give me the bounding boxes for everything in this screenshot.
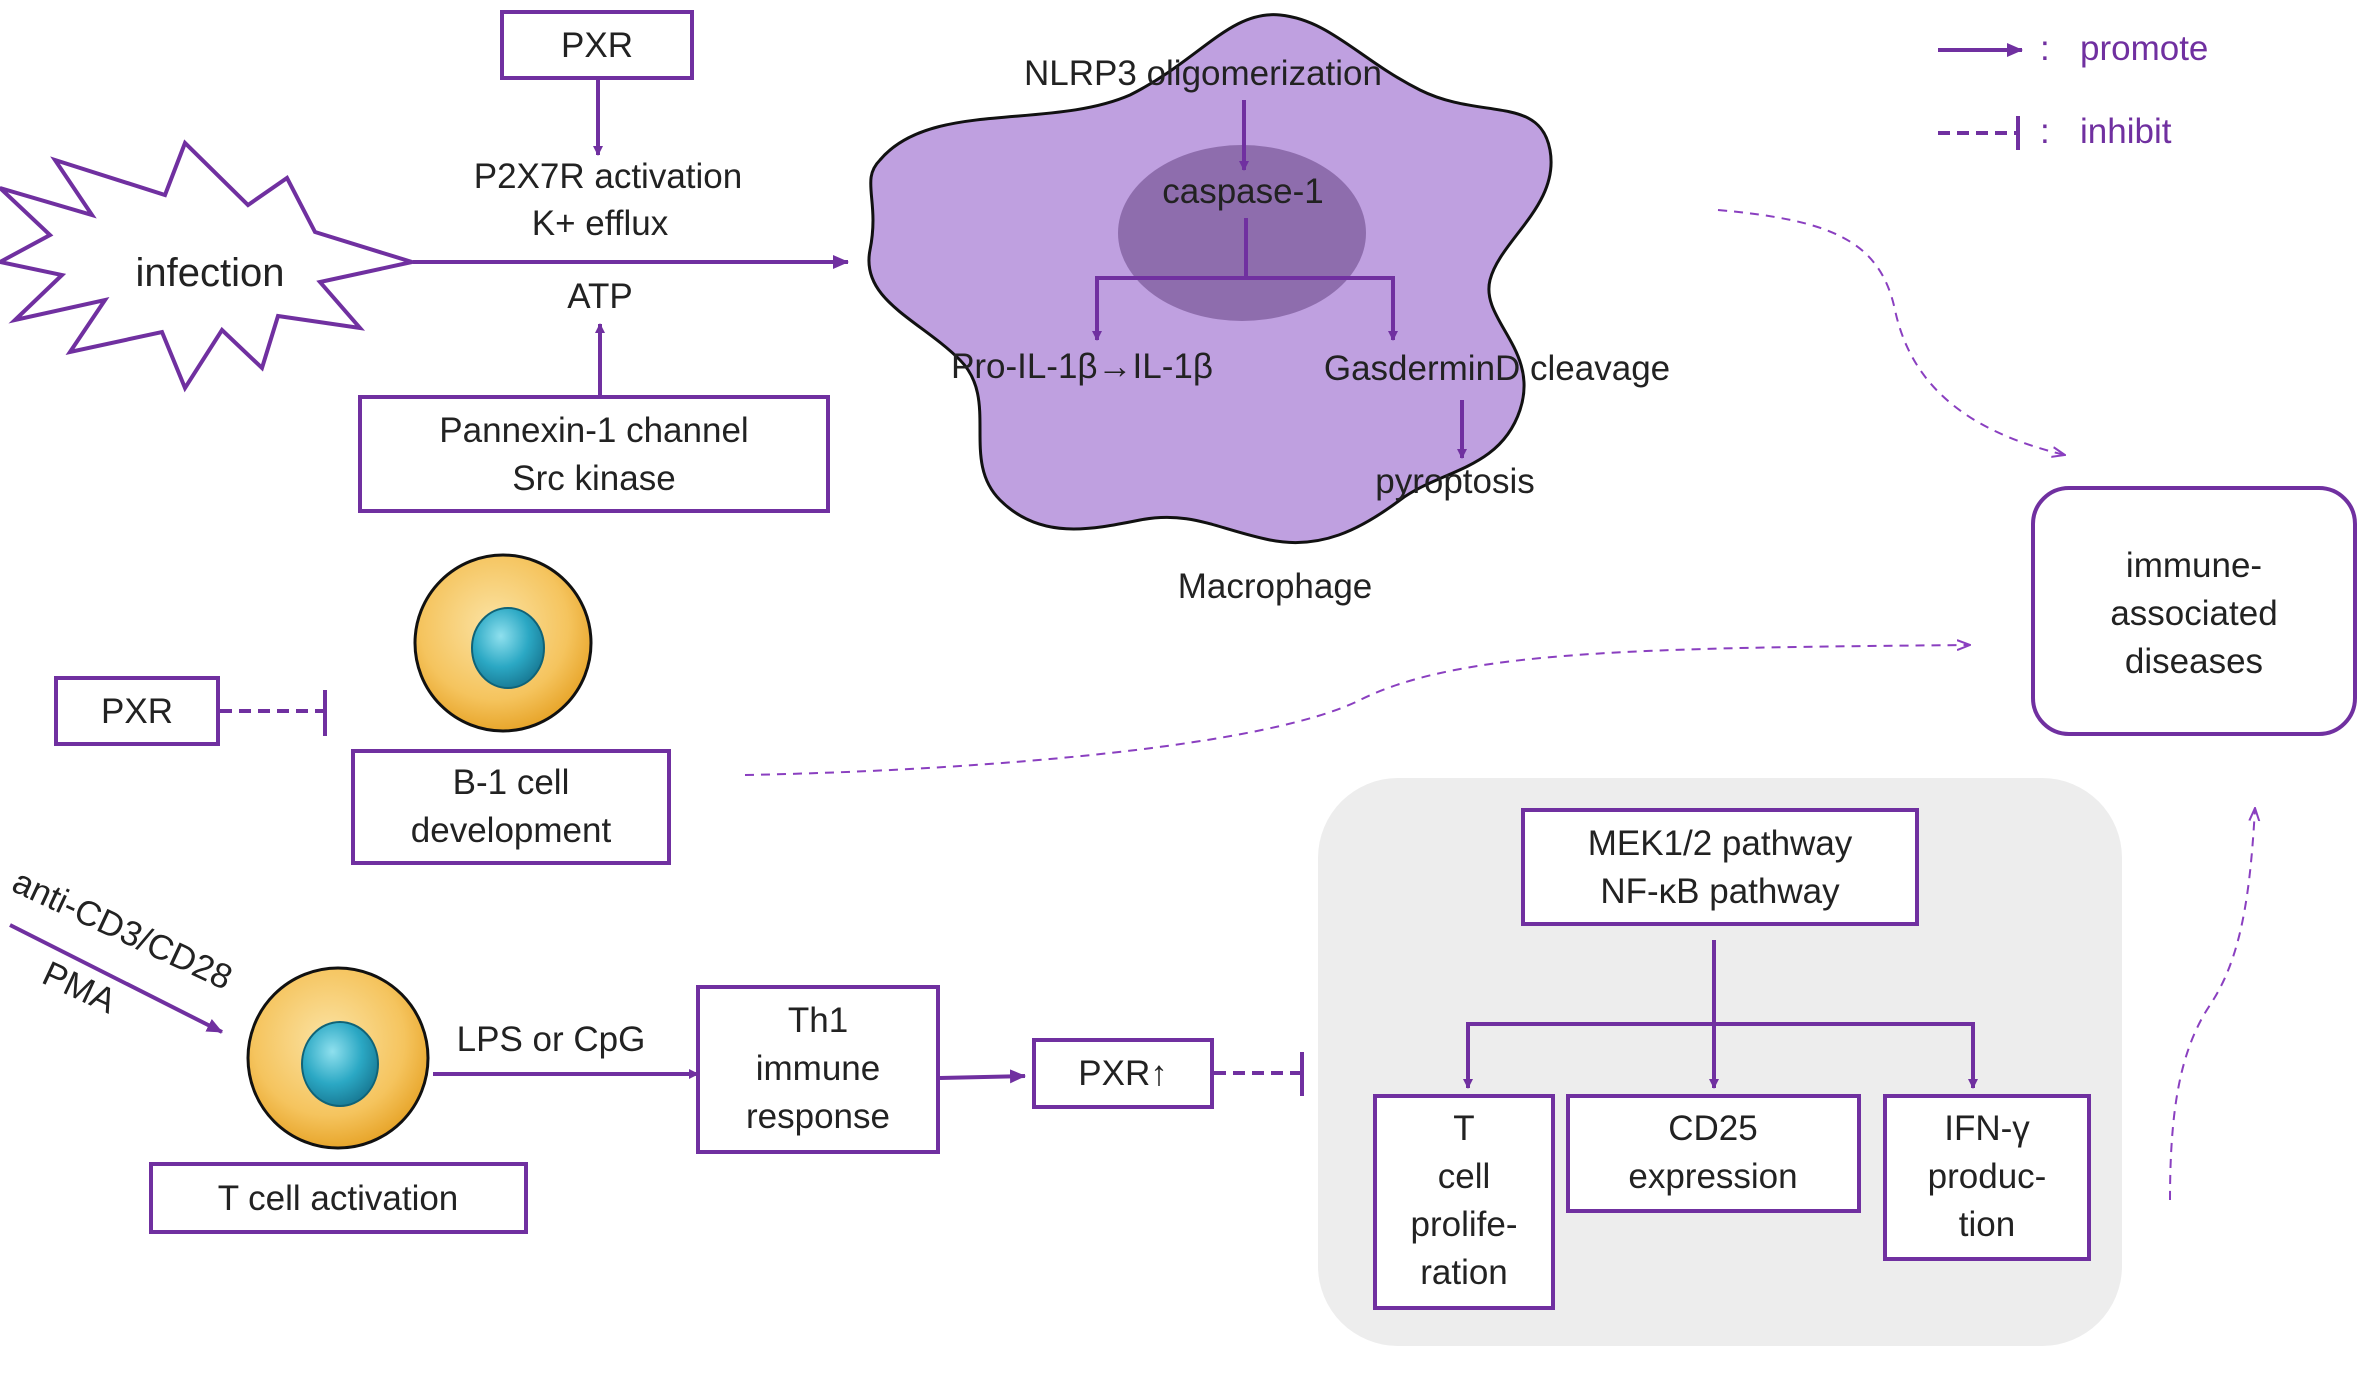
mek-label: MEK1/2 pathway: [1588, 824, 1853, 863]
pyroptosis-label: pyroptosis: [1375, 462, 1535, 501]
ifng-line-2: produc-: [1928, 1157, 2047, 1196]
il1b-label: Pro-IL-1β→IL-1β: [951, 347, 1213, 386]
b1-box: [351, 749, 671, 865]
cd25-line-1: CD25: [1668, 1109, 1757, 1148]
curve-macrophage-diseases: [1717, 209, 2065, 455]
th1-line-3: response: [746, 1097, 890, 1136]
b1-line-1: B-1 cell: [453, 763, 570, 802]
diseases-line-1: immune-: [2126, 546, 2262, 585]
macrophage-label: Macrophage: [1178, 567, 1373, 606]
cd25-box: [1566, 1094, 1861, 1213]
th1-box: [696, 985, 940, 1154]
lps-label: LPS or CpG: [457, 1020, 646, 1059]
pxr-top-label: PXR: [561, 26, 633, 65]
legend-promote-label: promote: [2080, 29, 2208, 68]
arrow-th1-pxrup: [939, 1069, 1026, 1084]
src-label: Src kinase: [512, 459, 675, 498]
gasdermin-label: GasderminD cleavage: [1324, 349, 1670, 388]
legend-inhibit-label: inhibit: [2080, 112, 2172, 151]
nlrp3-label: NLRP3 oligomerization: [1024, 54, 1382, 93]
th1-line-2: immune: [756, 1049, 880, 1088]
tprolif-box: [1373, 1094, 1555, 1310]
arrow-anticd-tcell: [9, 923, 223, 1034]
mek-box: [1521, 808, 1919, 926]
pannexin-label: Pannexin-1 channel: [439, 411, 748, 450]
nfkb-label: NF-κB pathway: [1600, 872, 1840, 911]
infection-starburst: [0, 139, 420, 393]
diseases-box: [2031, 486, 2357, 736]
cd25-line-2: expression: [1628, 1157, 1797, 1196]
kefflux-label: K+ efflux: [532, 204, 669, 243]
tprolif-line-4: ration: [1420, 1253, 1508, 1292]
caspase-label: caspase-1: [1162, 172, 1323, 211]
tcell-label: T cell activation: [218, 1179, 459, 1218]
curve-panel-diseases: [2169, 808, 2255, 1201]
curve-b1-diseases: [744, 645, 1970, 776]
pxr-mid-box: [54, 676, 220, 746]
p2x7r-label: P2X7R activation: [474, 157, 742, 196]
pxrup-label: PXR↑: [1078, 1054, 1167, 1093]
pxr-mid-label: PXR: [101, 692, 173, 731]
diseases-line-2: associated: [2110, 594, 2277, 633]
tprolif-line-3: prolife-: [1411, 1205, 1518, 1244]
tprolif-line-1: T: [1453, 1109, 1474, 1148]
diseases-line-3: diseases: [2125, 642, 2263, 681]
legend-promote-sep: :: [2040, 29, 2050, 68]
legend: : promote : inhibit: [1938, 29, 2208, 151]
tprolif-line-2: cell: [1438, 1157, 1491, 1196]
pxrup-box: [1032, 1038, 1214, 1109]
b1-line-2: development: [411, 811, 612, 850]
ifng-line-1: IFN-γ: [1944, 1109, 2030, 1148]
pma-label: PMA: [37, 954, 123, 1022]
pannexin-box: [358, 395, 830, 513]
atp-label: ATP: [567, 277, 632, 316]
th1-line-1: Th1: [788, 1001, 848, 1040]
tcell-box: [149, 1162, 528, 1234]
ifng-line-3: tion: [1959, 1205, 2015, 1244]
pxr-top-box: [500, 10, 694, 80]
legend-inhibit-sep: :: [2040, 112, 2050, 151]
infection-label: infection: [136, 251, 285, 295]
b1-cell-nucleus-icon: [471, 607, 545, 689]
ifng-box: [1883, 1094, 2091, 1261]
t-cell-nucleus-icon: [301, 1021, 379, 1107]
